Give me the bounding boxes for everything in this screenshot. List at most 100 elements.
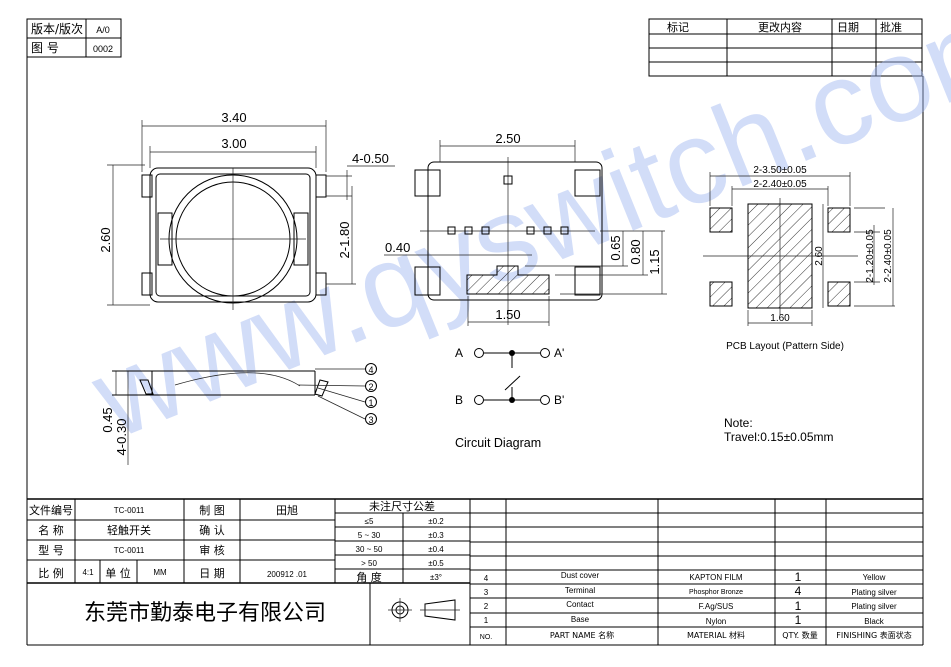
circuit-label-b: B xyxy=(455,393,463,407)
circuit-label-b-prime: B' xyxy=(554,393,564,407)
parts-header-row: NO. PART NAME 名称 MATERIAL 材料 QTY. 数量 FIN… xyxy=(480,630,912,641)
bottom-view: 2.50 0.40 1.50 0.65 0.80 1.15 xyxy=(384,131,667,326)
header-qty: QTY. 数量 xyxy=(782,630,818,640)
tolerance-value: ±0.3 xyxy=(428,531,444,540)
version-label: 版本/版次 xyxy=(31,22,83,36)
version-value: A/0 xyxy=(96,25,110,35)
dim-pcb-pad-v2: 2-2.40±0.05 xyxy=(883,229,894,283)
change-table: 标记 更改内容 日期 批准 xyxy=(648,18,923,77)
part-material: F.Ag/SUS xyxy=(699,602,734,611)
change-header-date: 日期 xyxy=(837,21,859,34)
change-header-approve: 批准 xyxy=(880,20,902,34)
part-name: Terminal xyxy=(565,586,595,595)
note-title: Note: xyxy=(724,416,753,430)
dim-1-50: 1.50 xyxy=(495,307,520,322)
parts-row: 4 Dust cover KAPTON FILM 1 Yellow xyxy=(484,570,886,584)
dim-0-80: 0.80 xyxy=(628,239,643,264)
dim-pcb-width: 1.60 xyxy=(770,313,790,324)
part-finish: Yellow xyxy=(863,573,886,582)
scale-label: 比 例 xyxy=(38,566,64,580)
dim-3-40: 3.40 xyxy=(221,110,246,125)
pcb-layout: 2-3.50±0.05 2-2.40±0.05 2.60 1.60 2-1.20… xyxy=(703,165,895,352)
part-finish: Black xyxy=(864,617,885,626)
tolerance-value: ±0.4 xyxy=(428,545,444,554)
dim-pcb-outer-pitch: 2-3.50±0.05 xyxy=(753,165,807,176)
part-name: Base xyxy=(571,615,590,624)
tolerance-range: ≤5 xyxy=(365,517,374,526)
confirm-label: 确 认 xyxy=(199,524,225,537)
side-view: 0.45 4-0.30 4 2 1 3 xyxy=(100,363,377,465)
tolerance-range: > 50 xyxy=(361,559,377,568)
change-header-mark: 标记 xyxy=(667,20,689,34)
revision-box: 版本/版次 A/0 图 号 0002 xyxy=(26,18,122,58)
dim-0-45: 0.45 xyxy=(100,407,115,432)
part-material: Nylon xyxy=(706,617,726,626)
callout-4: 4 xyxy=(368,365,373,375)
tolerance-range: 5 ~ 30 xyxy=(358,531,381,540)
parts-row: 2 Contact F.Ag/SUS 1 Plating silver xyxy=(484,599,897,613)
part-no: 1 xyxy=(484,616,489,625)
dim-pcb-height: 2.60 xyxy=(814,246,825,266)
scale-value: 4:1 xyxy=(82,568,94,577)
part-no: 3 xyxy=(484,588,489,597)
tolerance-title: 未注尺寸公差 xyxy=(369,499,435,513)
parts-table: 4 Dust cover KAPTON FILM 1 Yellow 3 Term… xyxy=(470,499,923,645)
note-travel: Travel:0.15±0.05mm xyxy=(724,430,834,444)
header-material: MATERIAL 材料 xyxy=(687,630,745,640)
callout-1: 1 xyxy=(368,398,373,408)
dim-1-15: 1.15 xyxy=(647,249,662,274)
file-no-value: TC-0011 xyxy=(114,506,145,515)
part-no: 2 xyxy=(484,602,489,611)
circuit-label-a-prime: A' xyxy=(554,346,564,360)
circuit-label-a: A xyxy=(455,346,463,360)
part-name: Contact xyxy=(566,600,594,609)
projection-symbol-icon xyxy=(388,598,460,622)
part-qty: 4 xyxy=(795,584,802,598)
dim-2-50: 2.50 xyxy=(495,131,520,146)
part-finish: Plating silver xyxy=(851,588,897,597)
header-part-name: PART NAME 名称 xyxy=(550,630,614,640)
dim-0-40: 0.40 xyxy=(385,240,410,255)
unit-label: 单 位 xyxy=(105,566,131,580)
part-finish: Plating silver xyxy=(851,602,897,611)
sheet-frame xyxy=(26,19,924,646)
unit-value: MM xyxy=(153,568,167,577)
tolerance-value: ±0.2 xyxy=(428,517,444,526)
dim-pcb-inner-pitch: 2-2.40±0.05 xyxy=(753,179,807,190)
tolerance-value: ±0.5 xyxy=(428,559,444,568)
review-label: 审 核 xyxy=(199,543,225,557)
dim-2-60: 2.60 xyxy=(98,227,113,252)
part-material: Phosphor Bronze xyxy=(689,589,743,596)
tolerance-range: 30 ~ 50 xyxy=(356,545,383,554)
model-label: 型 号 xyxy=(38,543,64,557)
drawing-no-value: 0002 xyxy=(93,44,113,54)
dim-4-0-30: 4-0.30 xyxy=(114,419,129,456)
header-no: NO. xyxy=(480,634,493,641)
top-view: 3.40 3.00 2.60 4-0.50 2-1.80 xyxy=(98,110,395,310)
file-no-label: 文件编号 xyxy=(29,503,73,517)
part-qty: 1 xyxy=(795,613,802,627)
header-finishing: FINISHING 表面状态 xyxy=(836,630,911,640)
name-label: 名 称 xyxy=(38,523,64,537)
dim-pcb-pad-v1: 2-1.20±0.05 xyxy=(865,229,876,283)
circuit-caption: Circuit Diagram xyxy=(455,436,541,450)
drawn-value: 田旭 xyxy=(276,503,298,517)
company-name: 东莞市勤泰电子有限公司 xyxy=(84,601,326,626)
drawing-no-label: 图 号 xyxy=(31,41,59,55)
tolerance-value: ±3° xyxy=(430,573,442,582)
model-value: TC-0011 xyxy=(114,546,145,555)
dim-0-65: 0.65 xyxy=(608,235,623,260)
pcb-caption: PCB Layout (Pattern Side) xyxy=(726,341,844,352)
part-qty: 1 xyxy=(795,599,802,613)
circuit-diagram: A A' B B' Circuit Diagram xyxy=(455,346,564,450)
tolerance-range: 角 度 xyxy=(356,570,382,584)
title-block: 文件编号 TC-0011 名 称 轻触开关 型 号 TC-0011 比 例 4:… xyxy=(27,498,923,645)
date-label: 日 期 xyxy=(199,567,225,580)
change-header-content: 更改内容 xyxy=(758,20,802,34)
callout-2: 2 xyxy=(368,382,373,392)
callout-3: 3 xyxy=(368,415,373,425)
part-no: 4 xyxy=(484,574,489,583)
part-qty: 1 xyxy=(795,570,802,584)
